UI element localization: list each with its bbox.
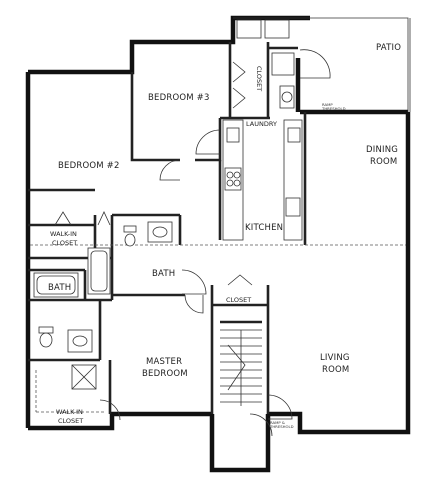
- closet-doors: [232, 61, 246, 109]
- toilet: [124, 233, 136, 247]
- label-closet-top: CLOSET: [255, 66, 263, 91]
- bathtub: [87, 247, 111, 295]
- toilet-2: [39, 332, 53, 348]
- label-walkin-1b: CLOSET: [52, 239, 77, 247]
- water-heater: [279, 85, 295, 109]
- fixtures: [33, 52, 303, 413]
- label-walkin-1a: WALK-IN: [50, 230, 77, 238]
- label-master-1: MASTER: [146, 357, 182, 367]
- label-patio: PATIO: [376, 43, 401, 53]
- label-living-1: LIVING: [320, 353, 350, 363]
- label-kitchen: KITCHEN: [245, 223, 283, 233]
- label-walkin-2b: CLOSET: [58, 417, 83, 425]
- note-entry-threshold-1: RAMP &: [270, 420, 285, 425]
- label-walkin-2a: WALK-IN: [56, 408, 83, 416]
- label-living-2: ROOM: [322, 365, 349, 375]
- doors: [54, 49, 331, 437]
- exterior-walls: [25, 15, 411, 473]
- note-patio-threshold-2: THRESHOLD: [321, 106, 346, 111]
- stairs: [220, 329, 262, 406]
- bathtub-2: [33, 272, 79, 298]
- kitchen-sink: [285, 197, 301, 217]
- label-bedroom-3: BEDROOM #3: [148, 93, 210, 103]
- patio-outline: [233, 17, 411, 112]
- note-patio-threshold-1: RAMP: [322, 102, 333, 107]
- label-bath-1: BATH: [152, 269, 175, 279]
- stove: [224, 167, 242, 191]
- note-entry-threshold-2: THRESHOLD: [269, 424, 294, 429]
- label-dining-1: DINING: [366, 145, 398, 155]
- label-dining-2: ROOM: [370, 157, 397, 167]
- label-laundry: LAUNDRY: [246, 120, 277, 128]
- label-master-2: BEDROOM: [142, 369, 188, 379]
- label-closet-stair: CLOSET: [226, 296, 251, 304]
- label-bath-2: BATH: [48, 283, 71, 293]
- label-bedroom-2: BEDROOM #2: [58, 161, 120, 171]
